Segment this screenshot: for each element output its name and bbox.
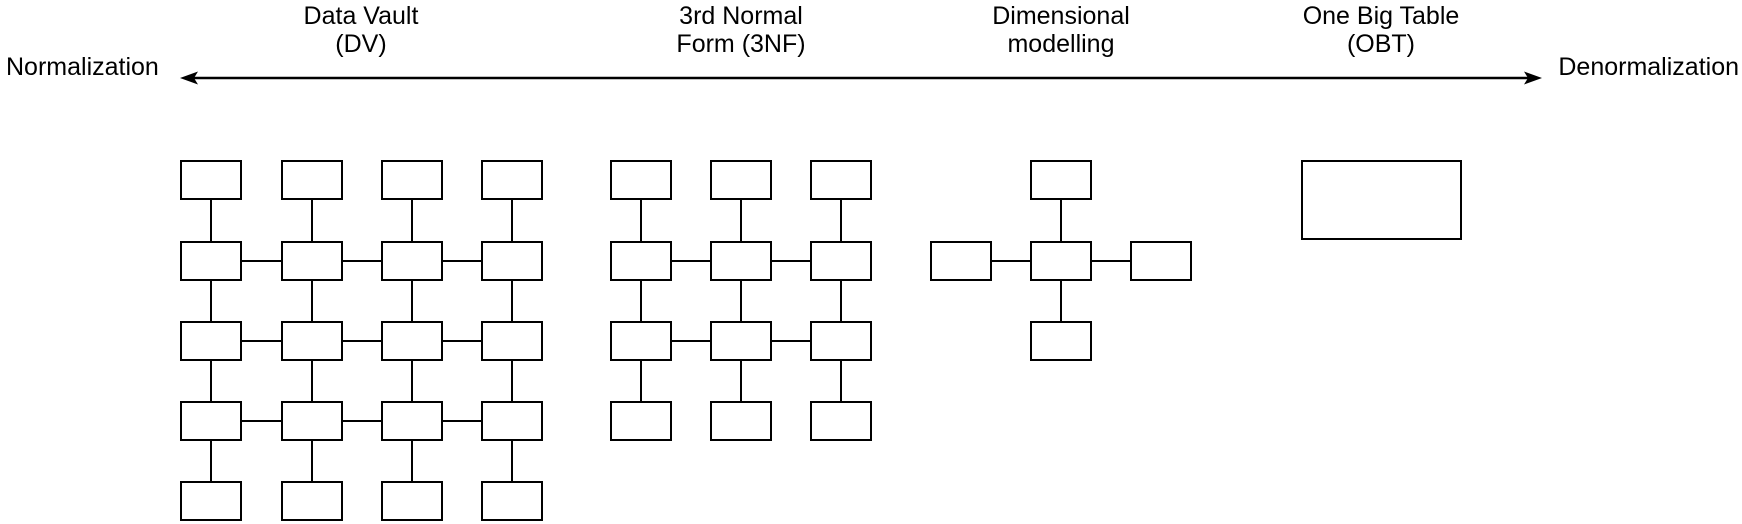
dimensional-modelling-dimension-box <box>1030 160 1092 200</box>
data-vault-table-box <box>481 160 543 200</box>
dimensional-modelling-dimension-box <box>1130 241 1192 281</box>
relationship-connector <box>510 281 514 321</box>
relationship-connector <box>310 361 314 401</box>
data-vault-table-box <box>180 481 242 521</box>
relationship-connector <box>443 339 481 343</box>
relationship-connector <box>772 259 810 263</box>
cluster-title-line: Data Vault <box>303 2 419 30</box>
data-vault-table-box <box>281 241 343 281</box>
cluster-title-line: Dimensional <box>992 2 1130 30</box>
data-vault-table-box <box>381 321 443 361</box>
relationship-connector <box>639 200 643 241</box>
data-vault-table-box <box>381 160 443 200</box>
data-vault-table-box <box>381 241 443 281</box>
relationship-connector <box>672 259 710 263</box>
cluster-title-line: (OBT) <box>1346 30 1416 58</box>
relationship-connector <box>242 259 281 263</box>
relationship-connector <box>1059 200 1063 241</box>
relationship-connector <box>1092 259 1130 263</box>
relationship-connector <box>343 339 381 343</box>
normalization-label: Normalization <box>6 53 159 81</box>
third-normal-form-table-box <box>610 160 672 200</box>
denormalization-label: Denormalization <box>1558 53 1739 81</box>
third-normal-form-table-box <box>610 241 672 281</box>
third-normal-form-table-box <box>710 160 772 200</box>
relationship-connector <box>343 259 381 263</box>
data-vault-table-box <box>381 401 443 441</box>
one-big-table-box <box>1301 160 1462 240</box>
data-vault-table-box <box>481 481 543 521</box>
relationship-connector <box>343 419 381 423</box>
third-normal-form-table-box <box>610 321 672 361</box>
data-vault-table-box <box>381 481 443 521</box>
third-normal-form-table-box <box>810 160 872 200</box>
relationship-connector <box>209 361 213 401</box>
relationship-connector <box>410 200 414 241</box>
relationship-connector <box>510 200 514 241</box>
relationship-connector <box>510 441 514 481</box>
data-vault-table-box <box>281 481 343 521</box>
relationship-connector <box>443 419 481 423</box>
relationship-connector <box>209 200 213 241</box>
cluster-title-dimensional: Dimensional modelling <box>911 2 1211 58</box>
third-normal-form-table-box <box>810 401 872 441</box>
third-normal-form-table-box <box>710 241 772 281</box>
relationship-connector <box>992 259 1030 263</box>
relationship-connector <box>209 441 213 481</box>
arrowhead-right-icon <box>1524 71 1542 85</box>
relationship-connector <box>772 339 810 343</box>
relationship-connector <box>739 361 743 401</box>
relationship-connector <box>639 281 643 321</box>
relationship-connector <box>1059 281 1063 321</box>
relationship-connector <box>739 200 743 241</box>
third-normal-form-table-box <box>810 321 872 361</box>
data-vault-table-box <box>180 241 242 281</box>
third-normal-form-table-box <box>710 321 772 361</box>
cluster-title-line: (DV) <box>335 30 387 58</box>
relationship-connector <box>672 339 710 343</box>
arrowhead-left-icon <box>180 71 198 85</box>
relationship-connector <box>310 200 314 241</box>
relationship-connector <box>209 281 213 321</box>
relationship-connector <box>242 339 281 343</box>
relationship-connector <box>639 361 643 401</box>
third-normal-form-table-box <box>610 401 672 441</box>
data-vault-table-box <box>180 401 242 441</box>
relationship-connector <box>510 361 514 401</box>
cluster-title-3nf: 3rd Normal Form (3NF) <box>591 2 891 58</box>
relationship-connector <box>739 281 743 321</box>
cluster-title-line: One Big Table <box>1302 2 1460 30</box>
data-vault-table-box <box>281 321 343 361</box>
cluster-title-line: modelling <box>1007 30 1115 58</box>
relationship-connector <box>839 281 843 321</box>
cluster-title-line: 3rd Normal <box>679 2 803 30</box>
relationship-connector <box>839 200 843 241</box>
data-vault-table-box <box>481 401 543 441</box>
data-vault-table-box <box>281 160 343 200</box>
relationship-connector <box>310 441 314 481</box>
data-vault-table-box <box>180 160 242 200</box>
relationship-connector <box>410 281 414 321</box>
cluster-title-obt: One Big Table (OBT) <box>1231 2 1531 58</box>
relationship-connector <box>839 361 843 401</box>
relationship-connector <box>242 419 281 423</box>
third-normal-form-table-box <box>810 241 872 281</box>
third-normal-form-table-box <box>710 401 772 441</box>
relationship-connector <box>410 441 414 481</box>
data-vault-table-box <box>481 241 543 281</box>
data-vault-table-box <box>281 401 343 441</box>
cluster-title-line: Form (3NF) <box>676 30 806 58</box>
cluster-title-data-vault: Data Vault (DV) <box>211 2 511 58</box>
dimensional-modelling-fact-box <box>1030 241 1092 281</box>
relationship-connector <box>410 361 414 401</box>
relationship-connector <box>310 281 314 321</box>
dimensional-modelling-dimension-box <box>1030 321 1092 361</box>
data-vault-table-box <box>481 321 543 361</box>
dimensional-modelling-dimension-box <box>930 241 992 281</box>
data-vault-table-box <box>180 321 242 361</box>
relationship-connector <box>443 259 481 263</box>
